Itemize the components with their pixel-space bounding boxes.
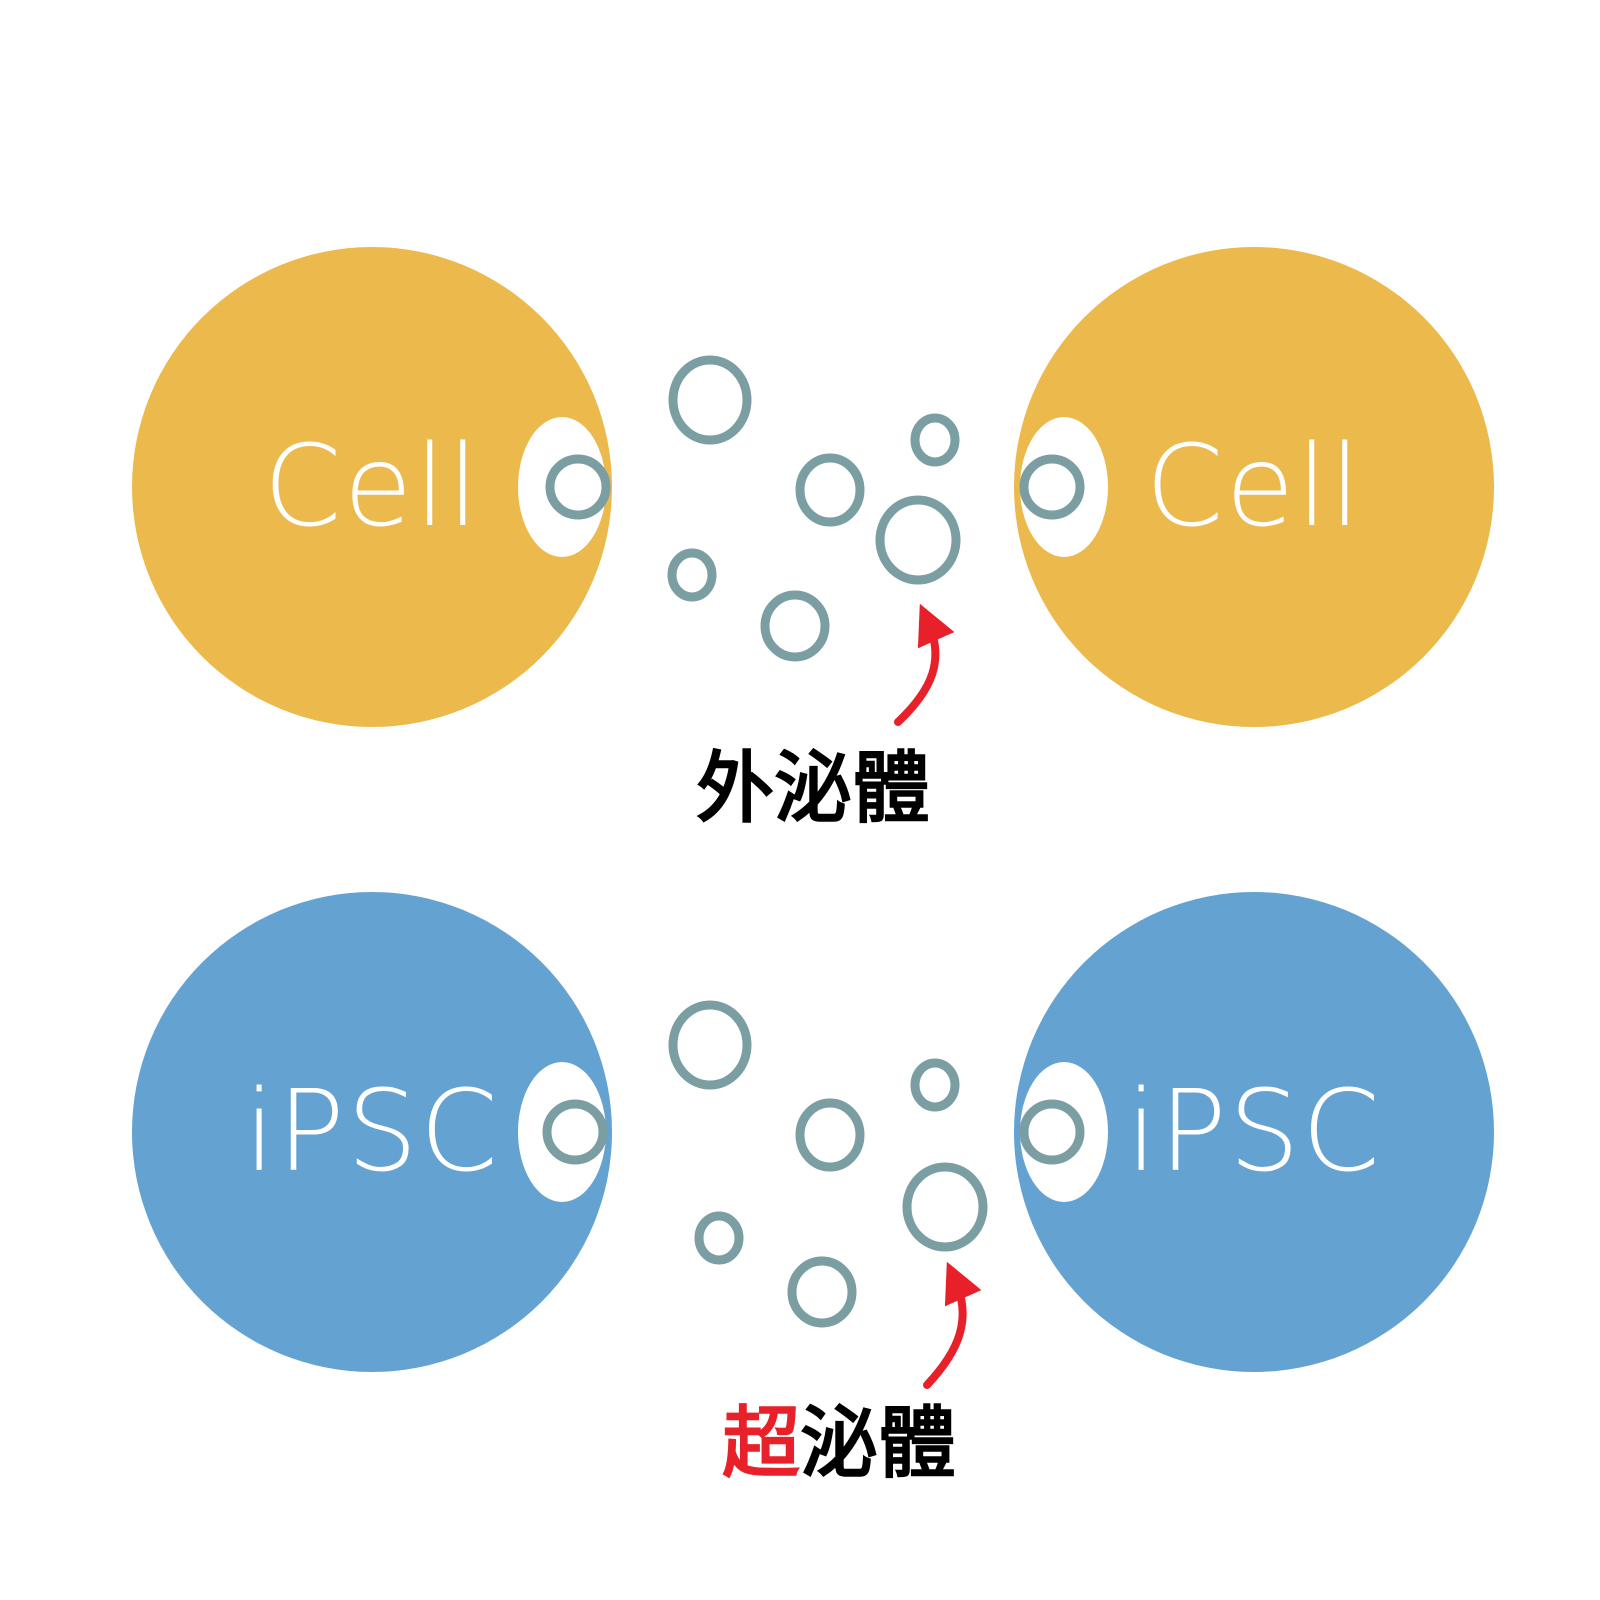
ipsc-right-label: iPSC xyxy=(1126,1067,1382,1197)
top-row: Cell Cell xyxy=(132,247,1494,727)
superexosome-caption: 超泌體 xyxy=(722,1405,956,1483)
vesicle xyxy=(910,413,960,467)
caption-rest: 泌體 xyxy=(800,1399,957,1489)
vesicle xyxy=(902,1162,988,1252)
vesicle xyxy=(668,355,752,445)
vesicle xyxy=(668,1000,752,1090)
ipsc-right-circle xyxy=(1014,892,1494,1372)
exosome-vesicles xyxy=(667,355,961,662)
cell-left-label: Cell xyxy=(263,422,480,552)
super-prefix: 超 xyxy=(722,1399,801,1489)
vesicle-budding-right xyxy=(1019,454,1085,520)
cell-left-notch xyxy=(518,417,606,557)
arrow-to-exosome xyxy=(894,603,955,726)
cell-left-circle xyxy=(132,247,612,727)
vesicle xyxy=(875,495,961,585)
vesicle xyxy=(795,453,865,527)
ipsc-right-notch xyxy=(1020,1062,1108,1202)
vesicle xyxy=(795,1098,865,1172)
ipsc-left-label: iPSC xyxy=(244,1067,500,1197)
cell-right-label: Cell xyxy=(1145,422,1362,552)
vesicle-budding-right xyxy=(1019,1099,1085,1165)
vesicle xyxy=(667,548,717,602)
ipsc-left-circle xyxy=(132,892,612,1372)
vesicle xyxy=(910,1058,960,1112)
bottom-row: iPSC iPSC xyxy=(132,892,1494,1389)
vesicle xyxy=(787,1256,857,1328)
superexosome-vesicles xyxy=(668,1000,988,1328)
vesicle-budding-left xyxy=(545,454,611,520)
cell-right-circle xyxy=(1014,247,1494,727)
vesicle-budding-left xyxy=(542,1099,608,1165)
cell-right-notch xyxy=(1020,417,1108,557)
arrow-to-superexosome xyxy=(923,1261,982,1389)
ipsc-left-notch xyxy=(518,1062,606,1202)
vesicle xyxy=(760,590,830,662)
exosome-caption: 外泌體 xyxy=(696,744,931,834)
vesicle xyxy=(694,1211,744,1265)
